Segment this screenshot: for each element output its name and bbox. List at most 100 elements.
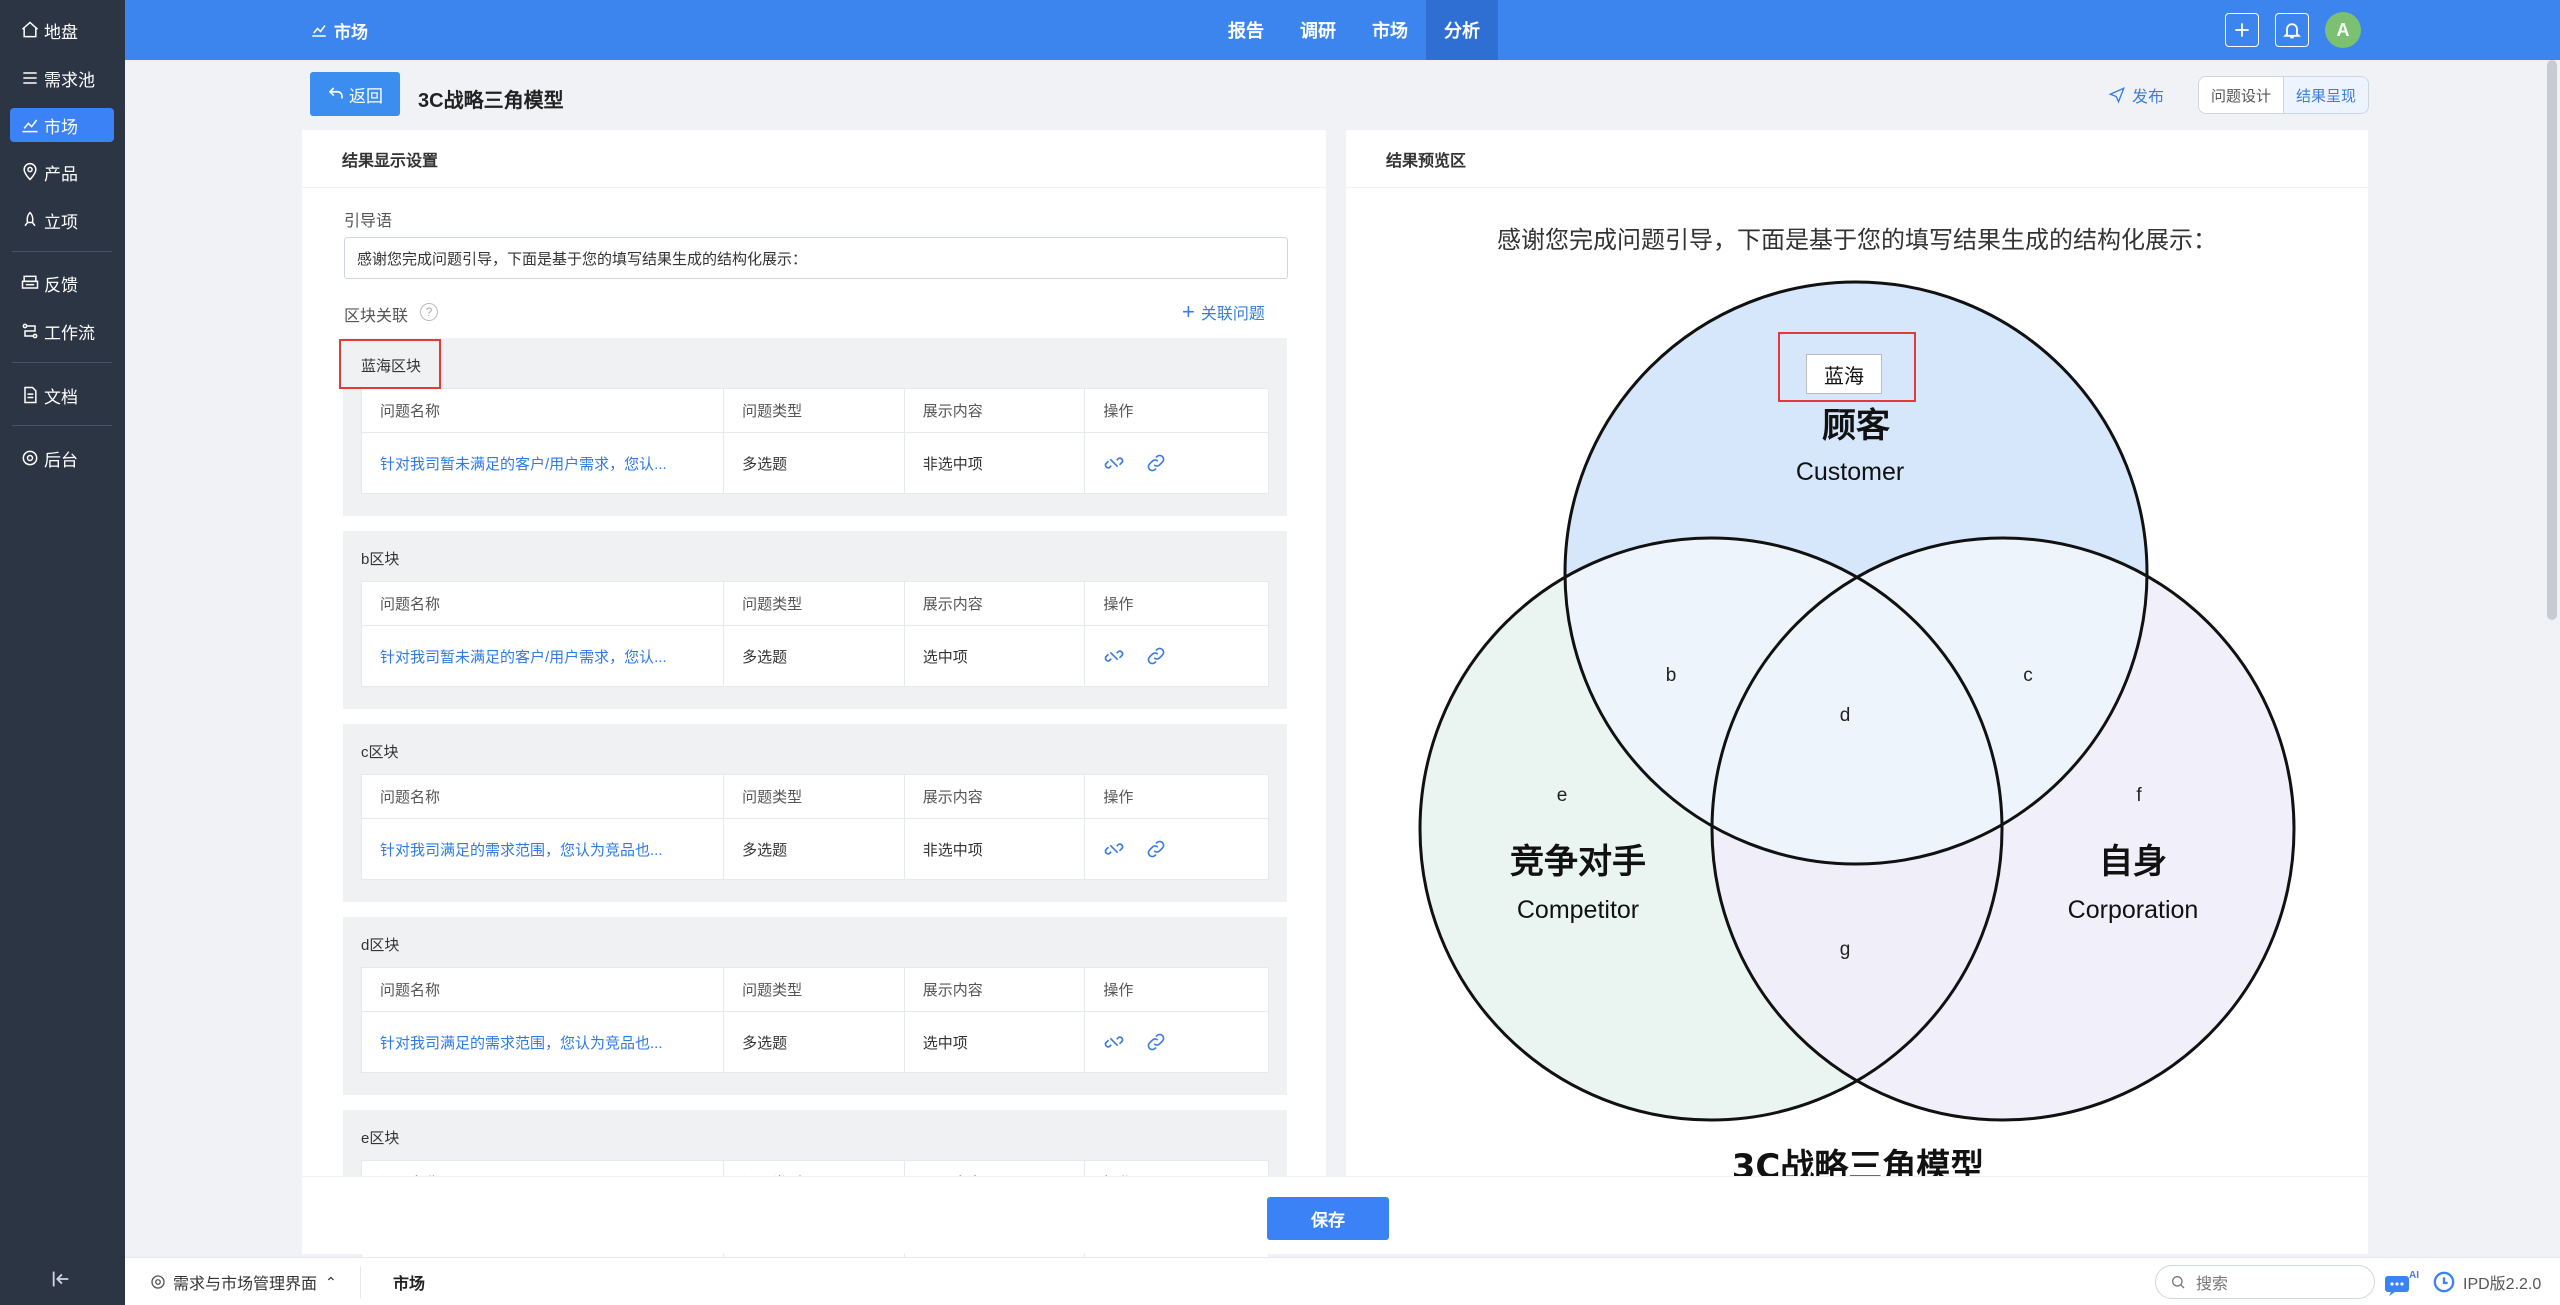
send-icon: [2108, 86, 2125, 104]
column-header: 操作: [1084, 389, 1268, 432]
sidebar-item-home[interactable]: 地盘: [10, 13, 114, 47]
sidebar-item-label: 需求池: [44, 70, 95, 90]
sidebar-item-demand-pool[interactable]: 需求池: [10, 61, 114, 95]
block-title: d区块: [361, 937, 400, 954]
sidebar-item-project[interactable]: 立项: [10, 203, 114, 237]
bottom-tab-market[interactable]: 市场: [393, 1276, 426, 1293]
unlink-icon[interactable]: [1103, 452, 1125, 474]
link-icon[interactable]: [1145, 1031, 1167, 1053]
column-header: 问题名称: [380, 982, 441, 999]
model-title: 3C战略三角模型: [1732, 1147, 1985, 1176]
competitor-cn-label: 竞争对手: [1510, 842, 1646, 882]
version-info: IPD版2.2.0: [2433, 1258, 2541, 1305]
nav-market[interactable]: 市场: [1372, 21, 1408, 41]
printer-icon: [21, 275, 39, 289]
nav-report[interactable]: 报告: [1228, 21, 1264, 41]
home-icon: [22, 21, 38, 38]
block-title: e区块: [361, 1130, 400, 1147]
customer-cn-label: 顾客: [1822, 406, 1890, 446]
display-content-cell: 非选中项: [903, 819, 1085, 879]
column-header: 问题类型: [723, 775, 904, 818]
brand-logo-icon: [2433, 1271, 2455, 1293]
column-header: 问题名称: [380, 596, 441, 613]
column-header: 展示内容: [903, 582, 1085, 625]
link-icon[interactable]: [1145, 452, 1167, 474]
notification-button[interactable]: [2275, 13, 2309, 47]
intro-label: 引导语: [344, 213, 393, 230]
tab-result-display[interactable]: 结果呈现: [2283, 77, 2369, 113]
app-switcher-label: 需求与市场管理界面: [173, 1276, 318, 1293]
region-label-e: e: [1557, 785, 1568, 806]
sidebar-divider: [12, 362, 112, 363]
sidebar-item-label: 地盘: [44, 22, 78, 42]
link-question-label: 关联问题: [1200, 306, 1265, 323]
preview-heading: 感谢您完成问题引导，下面是基于您的填写结果生成的结构化展示：: [1497, 227, 2217, 254]
chevron-up-icon: ⌃: [325, 1273, 337, 1290]
unlink-icon[interactable]: [1103, 645, 1125, 667]
publish-label: 发布: [2132, 89, 2165, 106]
question-type-cell: 多选题: [723, 1012, 904, 1072]
search-input[interactable]: 搜索: [2155, 1265, 2375, 1299]
preview-panel: 结果预览区 感谢您完成问题引导，下面是基于您的填写结果生成的结构化展示： 顾客 …: [1346, 130, 2368, 1176]
sidebar-item-feedback[interactable]: 反馈: [10, 266, 114, 300]
column-header: 问题类型: [723, 968, 904, 1011]
region-label-b: b: [1666, 665, 1677, 686]
gear-icon: [151, 1275, 165, 1289]
bottom-bar: 需求与市场管理界面 ⌃ 市场 搜索 AI IPD版2.2.0: [125, 1257, 2560, 1305]
highlight-box: [339, 339, 441, 389]
column-header: 问题类型: [723, 582, 904, 625]
question-link[interactable]: 针对我司满足的需求范围，您认为竞品也...: [380, 1034, 663, 1052]
tab-question-design[interactable]: 问题设计: [2199, 77, 2284, 113]
sidebar-item-workflow[interactable]: 工作流: [10, 314, 114, 348]
bell-icon: [2283, 23, 2301, 39]
corporation-circle: [1710, 536, 2296, 1122]
top-bar: 市场 报告 调研 市场 分析 A: [125, 0, 2560, 60]
publish-button[interactable]: 发布: [2108, 83, 2164, 107]
bottom-divider: [360, 1266, 361, 1298]
link-icon[interactable]: [1145, 838, 1167, 860]
block-table: 问题名称问题类型展示内容操作针对我司暂未满足的客户/用户需求，您认...多选题非…: [361, 388, 1269, 494]
module-title: 市场: [310, 0, 368, 60]
save-button[interactable]: 保存: [1267, 1197, 1389, 1240]
help-icon[interactable]: ?: [420, 303, 438, 321]
intro-input[interactable]: [344, 237, 1288, 279]
question-link[interactable]: 针对我司暂未满足的客户/用户需求，您认...: [380, 455, 667, 473]
sidebar-item-product[interactable]: 产品: [10, 155, 114, 189]
question-link[interactable]: 针对我司暂未满足的客户/用户需求，您认...: [380, 648, 667, 666]
add-button[interactable]: [2225, 13, 2259, 47]
link-icon[interactable]: [1145, 645, 1167, 667]
display-content-cell: 选中项: [903, 626, 1085, 686]
ai-chat-button[interactable]: AI: [2383, 1268, 2421, 1296]
page-title: 3C战略三角模型: [418, 90, 564, 112]
column-header: 操作: [1084, 775, 1268, 818]
app-switcher[interactable]: 需求与市场管理界面 ⌃: [149, 1258, 337, 1305]
back-button[interactable]: 返回: [310, 72, 400, 116]
nav-research[interactable]: 调研: [1300, 21, 1336, 41]
workflow-icon: [22, 323, 38, 339]
avatar[interactable]: A: [2325, 12, 2361, 48]
unlink-icon[interactable]: [1103, 838, 1125, 860]
chart-icon: [22, 119, 38, 133]
question-type-cell: 多选题: [723, 626, 904, 686]
sidebar-item-market[interactable]: 市场: [10, 108, 114, 142]
collapse-sidebar-icon[interactable]: [50, 1268, 72, 1290]
sidebar-item-label: 市场: [44, 117, 78, 137]
sidebar-item-docs[interactable]: 文档: [10, 378, 114, 412]
question-type-cell: 多选题: [723, 433, 904, 493]
table-header-row: 问题名称问题类型展示内容操作: [362, 389, 1268, 433]
search-placeholder: 搜索: [2196, 1276, 2229, 1293]
column-header: 问题名称: [380, 789, 441, 806]
venn-diagram: 顾客 Customer 竞争对手 Competitor 自身 Corporati…: [1418, 280, 2296, 1176]
top-block-input[interactable]: 蓝海: [1806, 354, 1882, 394]
settings-panel-title: 结果显示设置: [302, 130, 1326, 188]
link-question-button[interactable]: + 关联问题: [1182, 300, 1265, 324]
sidebar-item-admin[interactable]: 后台: [10, 441, 114, 475]
svg-text:AI: AI: [2409, 1270, 2419, 1281]
nav-analysis[interactable]: 分析: [1426, 0, 1498, 60]
rocket-icon: [24, 211, 36, 227]
question-link[interactable]: 针对我司满足的需求范围，您认为竞品也...: [380, 841, 663, 859]
region-label-c: c: [2023, 665, 2033, 686]
location-pin-icon: [23, 162, 37, 181]
scrollbar[interactable]: [2547, 60, 2557, 620]
unlink-icon[interactable]: [1103, 1031, 1125, 1053]
